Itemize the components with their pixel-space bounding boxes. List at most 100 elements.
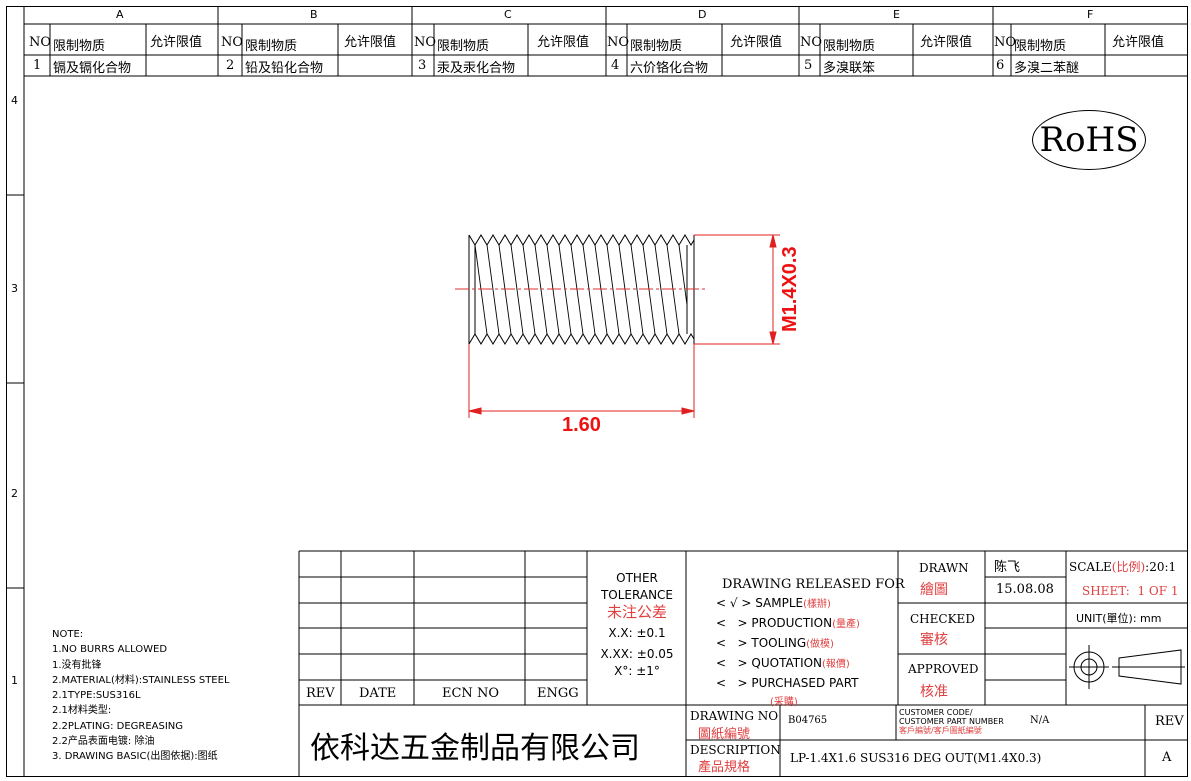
zone-col-e: E [893, 8, 900, 21]
limit-header: 允许限值 [730, 35, 783, 50]
release-checkbox[interactable]: < > [716, 676, 748, 690]
ecn-header: ECN NO [442, 686, 499, 701]
tolerance-title: OTHER [616, 571, 658, 585]
substance-header: 限制物质 [437, 39, 490, 54]
note-line: 1.没有批锋 [52, 659, 102, 671]
engg-header: ENGG [537, 686, 579, 701]
drawn-name: 陈飞 [994, 560, 1021, 575]
note-line: 2.MATERIAL(材料):STAINLESS STEEL [52, 674, 230, 686]
release-label-cn: (樣辦) [803, 599, 831, 610]
scale-field: SCALE(比例):20:1 [1069, 558, 1176, 575]
row-no: 3 [418, 58, 427, 73]
zone-col-f: F [1087, 8, 1094, 21]
rev-value: A [1162, 750, 1172, 765]
customer-label: CUSTOMER CODE/ CUSTOMER PART NUMBER 客戶編號… [899, 708, 1004, 735]
row-substance: 汞及汞化合物 [437, 61, 516, 76]
thread-dimension-label: M1.4X0.3 [779, 246, 801, 332]
note-line: 2.1材料类型: [52, 705, 112, 717]
substance-header: 限制物质 [823, 39, 876, 54]
sheet-field: SHEET: 1 OF 1 [1082, 584, 1179, 598]
row-substance: 多溴联笨 [823, 61, 876, 76]
no-header: NO [607, 35, 630, 50]
row-substance: 镉及镉化合物 [53, 61, 132, 76]
description-value: LP-1.4X1.6 SUS316 DEG OUT(M1.4X0.3) [790, 751, 1042, 765]
tolerance-angle: X°: ±1° [614, 664, 660, 678]
tolerance-xx: X.X: ±0.1 [608, 626, 666, 640]
zone-row-1: 1 [11, 674, 18, 687]
no-header: NO [800, 35, 823, 50]
release-label: SAMPLE [755, 596, 804, 610]
substance-header: 限制物质 [1014, 39, 1067, 54]
release-label: PRODUCTION [751, 616, 833, 630]
release-checkbox[interactable]: < √ > [716, 596, 752, 610]
description-label-cn: 產品規格 [698, 760, 751, 775]
description-label: DESCRIPTION [690, 743, 781, 757]
zone-col-d: D [698, 8, 707, 21]
unit-field: UNIT(單位): mm [1076, 610, 1161, 626]
note-line: 2.1TYPE:SUS316L [52, 690, 141, 702]
release-title: DRAWING RELEASED FOR [722, 577, 905, 592]
scale-value: :20:1 [1145, 560, 1177, 574]
tolerance-block: OTHER TOLERANCE 未注公差 X.X: ±0.1 X.XX: ±0.… [588, 570, 686, 680]
note-line: 2.2产品表面电镀: 除油 [52, 736, 155, 748]
note-line: 2.2PLATING: DEGREASING [52, 720, 184, 732]
limit-header: 允许限值 [150, 35, 203, 50]
tolerance-title-cn: 未注公差 [606, 603, 667, 621]
drawing-no-value: B04765 [788, 715, 828, 726]
no-header: NO [221, 35, 244, 50]
drawing-no-label: DRAWING NO [690, 709, 779, 723]
limit-header: 允许限值 [537, 35, 590, 50]
substance-header: 限制物质 [53, 39, 106, 54]
release-label: TOOLING [751, 636, 807, 650]
row-substance: 铅及铅化合物 [245, 61, 324, 76]
release-checkbox[interactable]: < > [716, 616, 748, 630]
customer-label-cn: 客戶編號/客戶圖紙編號 [899, 726, 982, 735]
drawn-label-cn: 繪圖 [920, 582, 948, 598]
row-no: 2 [226, 58, 235, 73]
projection-symbol-icon [1069, 645, 1185, 689]
note-line: 3. DRAWING BASIC(出图依据):图纸 [52, 751, 218, 763]
unit-label: UNIT( [1076, 612, 1107, 625]
rev-label: REV [1155, 714, 1184, 729]
notes-block: NOTE: 1.NO BURRS ALLOWED 1.没有批锋 2.MATERI… [52, 627, 230, 765]
row-no: 4 [611, 58, 620, 73]
limit-header: 允许限值 [1112, 35, 1165, 50]
zone-row-3: 3 [11, 282, 18, 295]
unit-label-cn: 單位 [1106, 612, 1129, 625]
rohs-logo: RoHS [1032, 110, 1146, 170]
release-label: PURCHASED PART [751, 676, 859, 690]
row-substance: 六价铬化合物 [630, 61, 709, 76]
dimension-lines [468, 234, 780, 418]
scale-label: SCALE [1069, 560, 1112, 574]
row-substance: 多溴二苯醚 [1014, 61, 1080, 76]
release-checkbox[interactable]: < > [716, 656, 748, 670]
checked-label-cn: 審核 [920, 632, 948, 648]
zone-col-b: B [310, 8, 318, 21]
limit-header: 允许限值 [920, 35, 973, 50]
rohs-table-grid [49, 24, 1106, 76]
release-label-cn: (量產) [832, 619, 860, 630]
drawn-label: DRAWN [919, 561, 969, 575]
release-label-cn: (報價) [822, 659, 850, 670]
release-list: < √ > SAMPLE(樣辦) < > PRODUCTION(量產) < > … [716, 594, 860, 712]
zone-row-2: 2 [11, 487, 18, 500]
row-no: 6 [996, 58, 1005, 73]
customer-value: N/A [1030, 715, 1050, 726]
no-header: NO [414, 35, 437, 50]
tolerance-title: TOLERANCE [600, 588, 674, 602]
drawn-date: 15.08.08 [996, 582, 1054, 597]
no-header: NO [29, 35, 52, 50]
release-label-cn: (采購) [770, 697, 798, 708]
length-dimension-label: 1.60 [562, 414, 601, 436]
release-checkbox[interactable]: < > [716, 636, 748, 650]
date-header: DATE [359, 686, 397, 701]
scale-label-cn: (比例) [1111, 560, 1146, 574]
rev-header: REV [306, 686, 335, 701]
zone-col-c: C [504, 8, 512, 21]
zone-row-4: 4 [11, 94, 18, 107]
note-line: NOTE: [52, 629, 84, 640]
limit-header: 允许限值 [344, 35, 397, 50]
company-name: 依科达五金制品有限公司 [310, 731, 640, 766]
substance-header: 限制物质 [630, 39, 683, 54]
